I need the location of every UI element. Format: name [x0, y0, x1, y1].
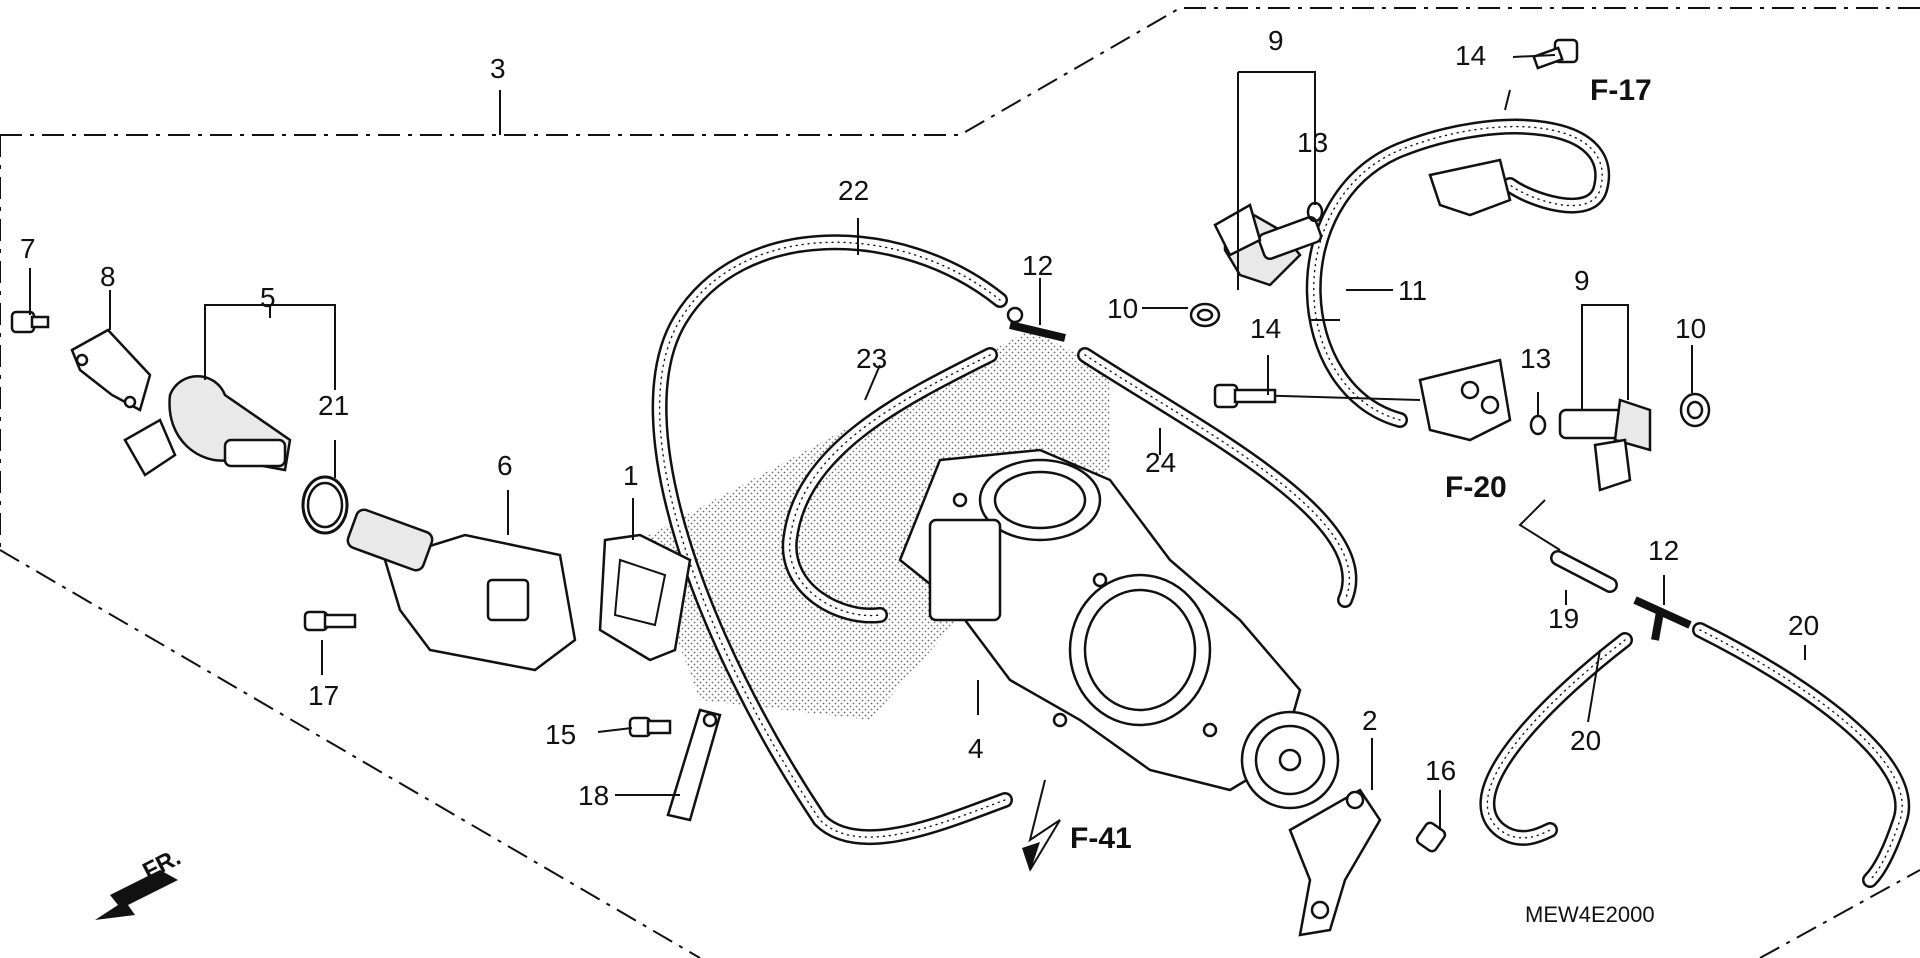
- label-21: 21: [318, 390, 349, 421]
- label-7: 7: [20, 233, 36, 264]
- leader-lines: [29, 54, 1806, 830]
- label-20-left: 20: [1570, 725, 1601, 756]
- bolt-16: [1415, 821, 1447, 853]
- label-17: 17: [308, 680, 339, 711]
- label-10-right: 10: [1675, 313, 1706, 344]
- label-14-top: 14: [1455, 40, 1486, 71]
- throttle-body-4: [898, 448, 1340, 810]
- injector-9-right: [1558, 398, 1652, 492]
- bolt-14-top: [1532, 38, 1579, 70]
- label-13-right: 13: [1520, 343, 1551, 374]
- ref-f41: F-41: [1070, 822, 1132, 855]
- label-4: 4: [968, 733, 984, 764]
- o-ring-13-right: [1529, 414, 1547, 436]
- label-10-top: 10: [1107, 293, 1138, 324]
- bracket-2: [1288, 788, 1382, 937]
- label-15: 15: [545, 719, 576, 750]
- joint-12-top: [1006, 306, 1066, 342]
- label-9-right: 9: [1574, 265, 1590, 296]
- bolt-14-mid: [1213, 383, 1277, 409]
- iac-valve-5: [123, 375, 292, 477]
- part-labels: 3 7 8 5 21 6 1 17 15 18 22 23 12 10 9 13…: [20, 25, 1819, 811]
- label-6: 6: [497, 450, 513, 481]
- label-18: 18: [578, 780, 609, 811]
- ref-f20: F-20: [1445, 471, 1507, 504]
- label-13-top: 13: [1297, 127, 1328, 158]
- hose-24: [1077, 347, 1358, 608]
- ref-f17: F-17: [1590, 74, 1652, 107]
- ref-arrow-f41: [1022, 779, 1061, 872]
- screw-17: [303, 610, 357, 632]
- joint-12-right: [1633, 596, 1692, 641]
- label-12-right: 12: [1648, 535, 1679, 566]
- label-5: 5: [260, 282, 276, 313]
- stay-18: [666, 708, 722, 822]
- label-2: 2: [1362, 705, 1378, 736]
- hose-22: [651, 234, 1013, 846]
- label-9-top: 9: [1268, 25, 1284, 56]
- label-1: 1: [623, 460, 639, 491]
- hose-23: [781, 347, 998, 624]
- assembly-boundary: [0, 7, 1920, 958]
- gasket-1: [598, 533, 692, 662]
- screw-15: [628, 716, 672, 738]
- label-19: 19: [1548, 603, 1579, 634]
- shaded-region: [640, 330, 1110, 720]
- front-arrow-icon: [95, 870, 178, 920]
- hose-20-left: [1479, 632, 1633, 846]
- sensor-6: [346, 508, 577, 672]
- o-ring-21: [301, 475, 349, 535]
- seal-10-right: [1679, 392, 1711, 428]
- label-14-mid: 14: [1250, 313, 1281, 344]
- reference-labels: F-17 F-20 F-41 FR. MEW4E2000: [138, 74, 1654, 927]
- label-16: 16: [1425, 755, 1456, 786]
- seal-10-top: [1189, 302, 1221, 328]
- fuel-pipe: [1249, 158, 1512, 442]
- hose-11: [1305, 118, 1611, 428]
- hose-19: [1550, 550, 1618, 593]
- label-8: 8: [100, 261, 116, 292]
- diagram-code: MEW4E2000: [1525, 902, 1655, 927]
- bracket-8: [70, 328, 152, 412]
- label-24: 24: [1145, 447, 1176, 478]
- bolt-7: [10, 310, 50, 334]
- hose-20-right: [1692, 622, 1911, 888]
- label-12-top: 12: [1022, 250, 1053, 281]
- label-23: 23: [856, 343, 887, 374]
- label-3: 3: [490, 53, 506, 84]
- label-20-right: 20: [1788, 610, 1819, 641]
- label-11: 11: [1398, 275, 1427, 306]
- label-22: 22: [838, 175, 869, 206]
